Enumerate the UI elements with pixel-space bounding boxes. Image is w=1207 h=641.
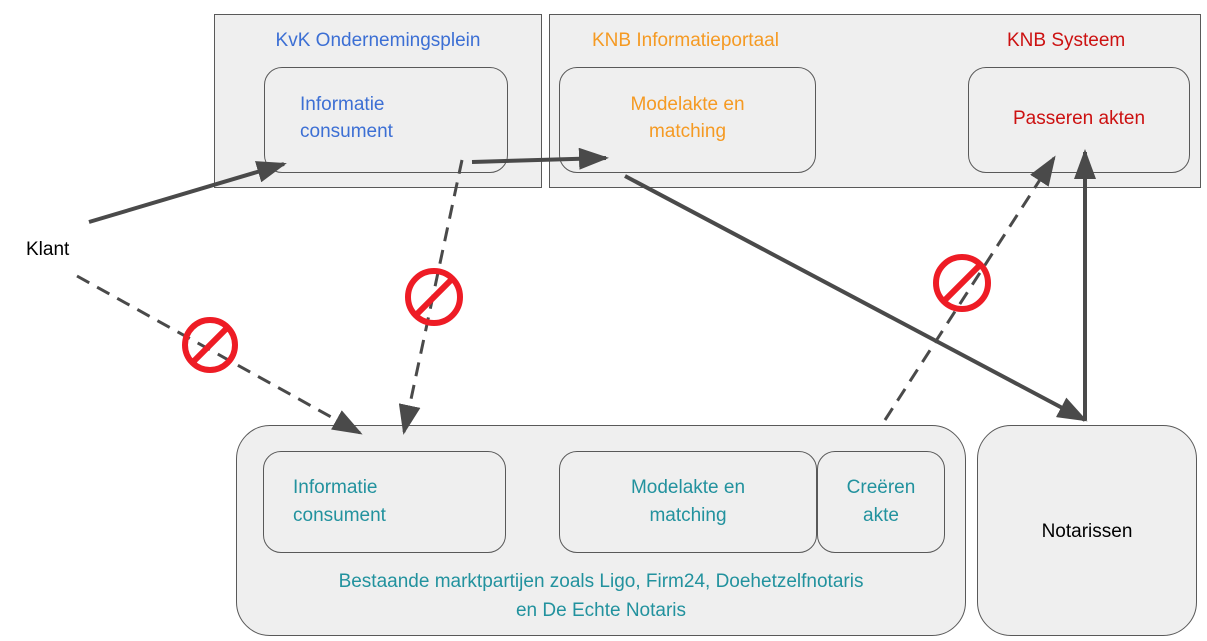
kvk-info-box [264, 67, 508, 173]
market-model-box [559, 451, 817, 553]
market-info-line1: Informatie [293, 477, 378, 498]
knb-portal-title: KNB Informatieportaal [592, 30, 779, 51]
market-model-line2: matching [649, 505, 727, 526]
knb-portal-line1: Modelakte en [630, 94, 745, 115]
market-info-line2: consument [293, 505, 386, 526]
market-create-line2: akte [863, 505, 899, 526]
forbidden-icon-market-system [933, 254, 991, 312]
knb-system-box-label: Passeren akten [1012, 108, 1146, 129]
forbidden-icon-klant-market [182, 317, 238, 373]
arrow-portal-to-notarissen [624, 174, 1088, 422]
klant-label: Klant [26, 239, 70, 260]
arrow-kvk-to-portal [471, 147, 609, 170]
market-create-box [817, 451, 945, 553]
knb-portal-box [559, 67, 816, 173]
market-caption-line2: en De Echte Notaris [515, 600, 687, 621]
arrow-klant-to-kvk [88, 161, 287, 224]
knb-system-title: KNB Systeem [1007, 30, 1126, 51]
market-model-line1: Modelakte en [630, 477, 746, 498]
kvk-title: KvK Ondernemingsplein [275, 30, 481, 51]
kvk-info-line1: Informatie [300, 94, 385, 115]
kvk-info-line2: consument [300, 121, 393, 142]
market-info-box [263, 451, 506, 553]
notarissen-box [977, 425, 1197, 636]
market-caption-line1: Bestaande marktpartijen zoals Ligo, Firm… [338, 571, 864, 592]
knb-portal-line2: matching [648, 121, 727, 142]
forbidden-icon-kvk-market [405, 268, 463, 326]
dashed-arrow-market-to-system [883, 155, 1056, 421]
market-create-line1: Creëren [846, 477, 916, 498]
dashed-arrow-klant-to-market [76, 274, 363, 435]
notarissen-label: Notarissen [1041, 521, 1133, 542]
